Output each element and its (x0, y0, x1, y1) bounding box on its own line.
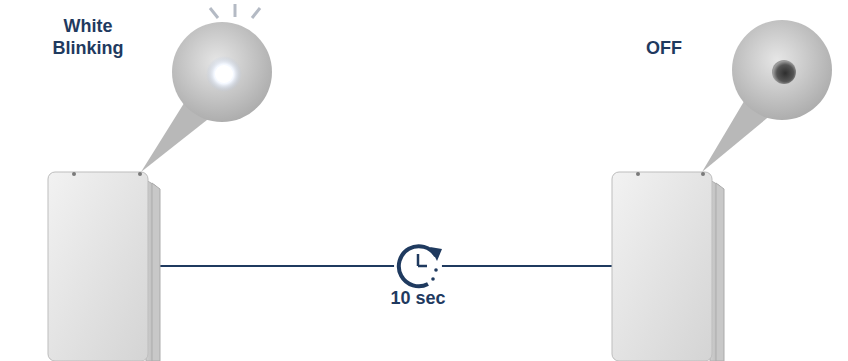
led-callout-left (141, 4, 272, 172)
timer-icon (394, 242, 442, 290)
device-left (48, 172, 160, 361)
connector-line (150, 265, 612, 267)
led-state-label: White Blinking (43, 16, 133, 59)
led-state-label: OFF (619, 38, 709, 60)
duration-label: 10 sec (373, 288, 463, 310)
device-right (612, 172, 724, 361)
led-callout-right (702, 20, 832, 172)
